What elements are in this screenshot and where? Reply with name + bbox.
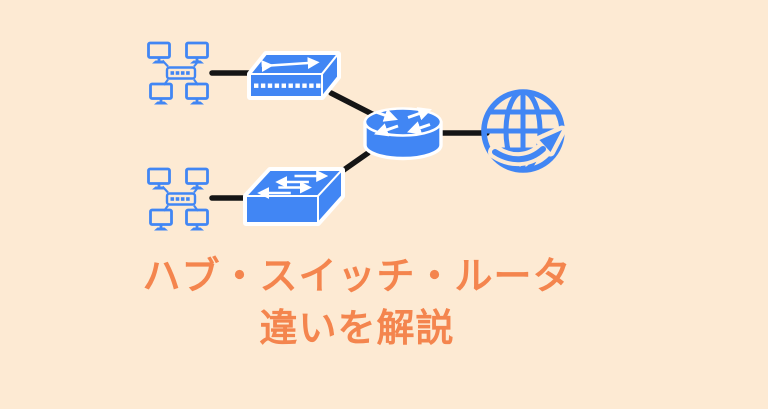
switch-icon xyxy=(243,167,345,226)
router-icon xyxy=(363,107,443,161)
lan-computers-top-icon xyxy=(149,43,208,105)
title-line-2: 違いを解説 xyxy=(259,306,455,350)
title-line-1: ハブ・スイッチ・ルータ xyxy=(142,254,572,298)
edge-hub-router xyxy=(328,90,377,118)
lan-computers-bottom-icon xyxy=(149,169,208,231)
globe-arrow-head xyxy=(539,130,562,152)
hub-top-arrow xyxy=(261,57,320,73)
router-top-arrows xyxy=(374,107,432,137)
internet-globe-icon xyxy=(481,89,567,173)
hub-ports xyxy=(254,83,321,88)
switch-top-arrows xyxy=(257,170,329,199)
globe-arrow xyxy=(492,146,546,163)
title: ハブ・スイッチ・ルータ 違いを解説 xyxy=(0,250,768,354)
hub-icon xyxy=(247,51,341,100)
